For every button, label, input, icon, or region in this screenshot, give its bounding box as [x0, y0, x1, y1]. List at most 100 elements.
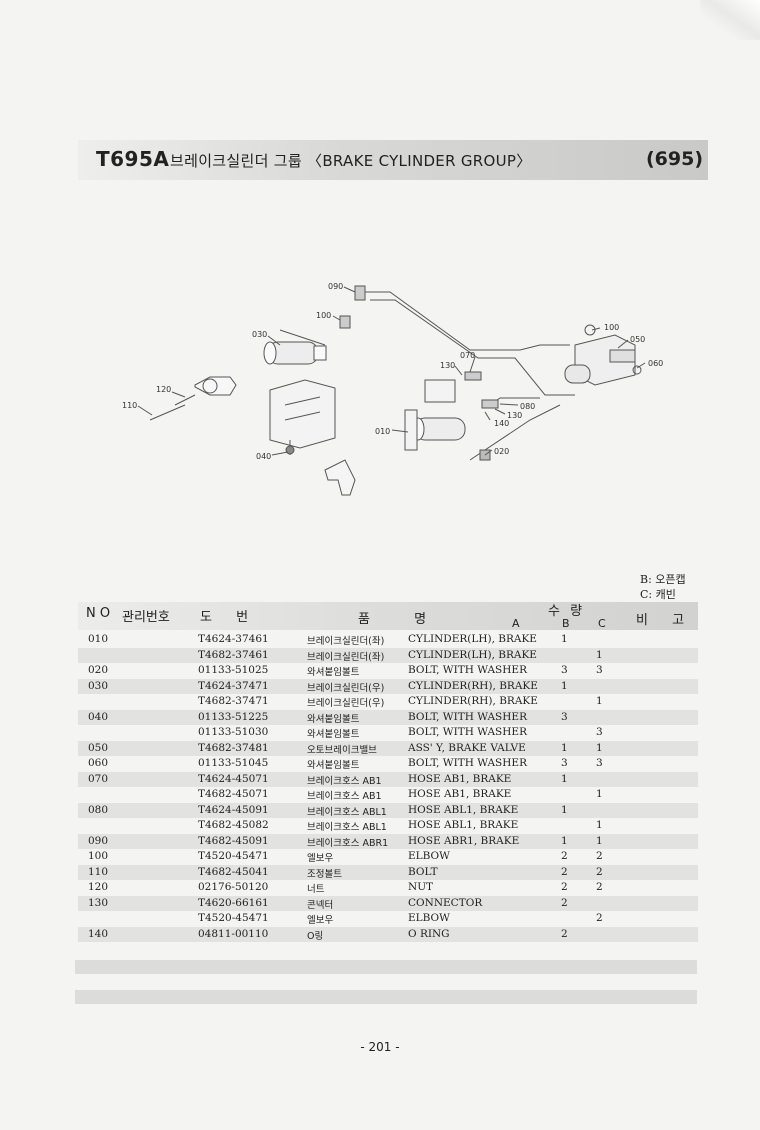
row-part-number: 04811-00110: [198, 927, 269, 940]
row-english-name: ASS' Y, BRAKE VALVE: [408, 741, 526, 754]
group-title: 브레이크실린더 그룹 〈BRAKE CYLINDER GROUP〉: [170, 152, 532, 170]
blank-row-band: [75, 990, 697, 1004]
row-part-number: T4682-45041: [198, 865, 269, 878]
row-no: 050: [88, 741, 109, 754]
row-part-number: T4624-37471: [198, 679, 269, 692]
row-part-number: T4624-45091: [198, 803, 269, 816]
header-remark: 비 고: [636, 613, 685, 628]
row-no: 030: [88, 679, 109, 692]
callout-010: 010: [375, 427, 390, 436]
table-row: 080 T4624-45091 브레이크호스 ABL1 HOSE ABL1, BRAK…: [78, 802, 698, 818]
row-part-number: T4620-66161: [198, 896, 269, 909]
row-part-number: T4682-37461: [198, 648, 269, 661]
table-row: 01133-51030 와셔붙임볼트 BOLT, WITH WASHER 3: [78, 725, 698, 740]
row-english-name: CYLINDER(RH), BRAKE: [408, 695, 538, 707]
row-english-name: BOLT, WITH WASHER: [408, 726, 527, 738]
row-part-number: 02176-50120: [198, 881, 269, 893]
row-qty-b: 1: [561, 834, 568, 847]
callout-050: 050: [630, 335, 645, 344]
row-english-name: HOSE ABL1, BRAKE: [408, 803, 519, 816]
row-qty-c: 3: [596, 664, 603, 676]
row-part-number: T4520-45471: [198, 850, 269, 862]
header-drawing: 도 번: [200, 610, 249, 625]
row-part-number: T4682-45071: [198, 788, 269, 800]
row-no: 100: [88, 850, 109, 862]
row-korean-name: O링: [307, 930, 324, 942]
row-english-name: ELBOW: [408, 912, 450, 924]
callout-030: 030: [252, 330, 267, 339]
row-korean-name: 너트: [307, 884, 325, 895]
table-row: T4520-45471 엘보우 ELBOW 2: [78, 911, 698, 926]
row-qty-b: 1: [561, 803, 568, 816]
row-qty-b: 1: [561, 741, 568, 754]
row-qty-c: 2: [596, 912, 603, 924]
row-english-name: BOLT, WITH WASHER: [408, 757, 527, 769]
parts-diagram: 090 100 030 120 110 040 100 050 060 070 …: [122, 282, 663, 496]
row-korean-name: 조정볼트: [307, 868, 342, 880]
row-no: 020: [88, 664, 109, 676]
blank-row-band: [75, 960, 697, 974]
row-no: 080: [88, 803, 109, 816]
row-no: 060: [88, 757, 109, 769]
row-qty-c: 1: [596, 819, 603, 831]
callout-100-right: 100: [604, 323, 619, 332]
row-korean-name: 엘보우: [307, 915, 334, 926]
callout-040: 040: [256, 452, 271, 461]
row-korean-name: 브레이크실린더(좌): [307, 636, 385, 647]
row-no: 130: [88, 896, 109, 909]
group-code: T695A: [96, 147, 170, 171]
row-no: 070: [88, 772, 109, 785]
header-qty: 수 량: [548, 604, 583, 619]
row-no: 140: [88, 927, 109, 940]
row-english-name: ELBOW: [408, 850, 450, 862]
callout-120: 120: [156, 385, 171, 394]
legend-b: B: 오픈캡: [640, 573, 686, 586]
row-qty-c: 1: [596, 788, 603, 800]
row-korean-name: 브레이크실린더(우): [307, 698, 385, 709]
callout-060: 060: [648, 359, 663, 368]
row-qty-c: 1: [596, 695, 603, 707]
row-korean-name: 와셔붙임볼트: [307, 729, 360, 740]
row-qty-b: 2: [561, 865, 568, 878]
callout-090: 090: [328, 282, 343, 291]
row-qty-c: 2: [596, 865, 603, 878]
row-qty-b: 1: [561, 679, 568, 692]
row-qty-b: 3: [561, 757, 568, 769]
row-english-name: BOLT: [408, 865, 438, 878]
row-no: 010: [88, 633, 109, 645]
header-mgmt: 관리번호: [122, 610, 170, 625]
table-row: T4682-37471 브레이크실린더(우) CYLINDER(RH), BRAKE…: [78, 694, 698, 709]
row-part-number: 01133-51025: [198, 664, 269, 676]
row-qty-c: 3: [596, 726, 603, 738]
row-part-number: 01133-51030: [198, 726, 269, 738]
row-korean-name: 브레이크호스 AB1: [307, 775, 382, 787]
row-korean-name: 브레이크호스 ABL1: [307, 806, 387, 818]
table-header-band: [78, 602, 698, 630]
callout-110: 110: [122, 401, 137, 410]
row-korean-name: 와셔붙임볼트: [307, 760, 360, 771]
row-no: 040: [88, 710, 109, 723]
callout-130: 130: [440, 361, 455, 370]
page-number: - 201 -: [360, 1040, 400, 1054]
callout-140: 140: [494, 419, 509, 428]
row-korean-name: 브레이크호스 ABR1: [307, 837, 389, 849]
row-part-number: T4520-45471: [198, 912, 269, 924]
row-korean-name: 브레이크실린더(좌): [307, 651, 385, 663]
row-qty-c: 2: [596, 881, 603, 893]
row-english-name: BOLT, WITH WASHER: [408, 664, 527, 676]
header-c: C: [598, 617, 606, 630]
header-no: N O: [86, 606, 111, 621]
row-part-number: T4682-37471: [198, 695, 269, 707]
